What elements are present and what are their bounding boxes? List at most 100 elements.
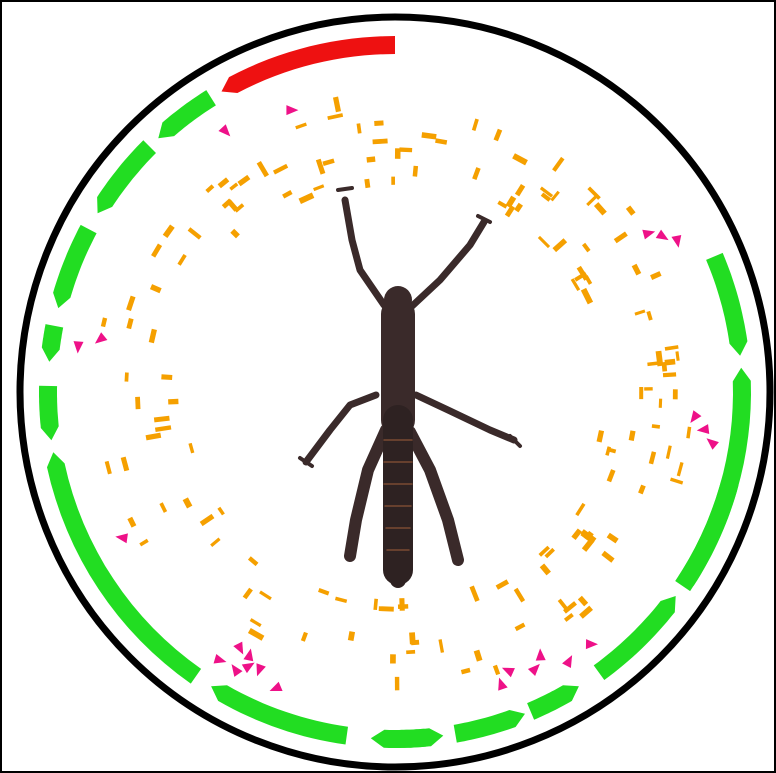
feature-tick [145,432,162,441]
feature-tick [399,147,413,153]
feature-tick [300,631,308,642]
feature-tick [315,158,326,175]
feature-tick [644,387,653,391]
feature-tick [634,309,646,316]
trna-marker [527,663,540,676]
feature-tick [646,310,653,321]
trna-marker [501,667,515,678]
feature-tick [505,195,517,209]
protein-gene-arrow [158,90,216,139]
feature-tick [298,192,315,204]
feature-tick [473,649,483,662]
feature-tick [647,361,659,367]
feature-tick [580,287,594,305]
insect-front-left-leg [341,196,388,309]
feature-tick [100,317,108,328]
feature-tick [182,497,193,509]
protein-gene-arrow [53,224,97,309]
feature-tick [412,165,419,177]
feature-tick [665,445,672,459]
feature-tick [187,227,202,240]
feature-tick [576,265,589,281]
insect-mid-right-leg [412,391,518,444]
feature-tick [364,178,371,189]
feature-tick [399,598,405,611]
feature-tick [669,477,684,485]
feature-tick [613,231,628,244]
feature-tick [327,113,344,120]
feature-tick [148,328,157,344]
trna-marker [231,664,243,677]
feature-tick [550,190,560,202]
feature-tick [394,676,400,691]
protein-gene-arrow [527,685,579,720]
feature-tick [438,639,445,653]
trna-marker [690,410,702,423]
feature-tick [366,156,376,163]
feature-tick [596,430,605,443]
feature-tick [664,345,679,351]
trna-marker [286,105,299,116]
feature-tick [540,192,552,202]
trna-marker [498,677,508,691]
feature-tick [322,158,335,166]
feature-tick [514,183,526,197]
feature-tick [570,278,581,292]
trna-marker [115,533,128,544]
feature-tick [390,654,396,664]
feature-tick [159,502,168,513]
feature-tick [177,253,187,266]
feature-tick [504,205,516,218]
feature-tick [247,556,259,567]
feature-tick [655,350,664,367]
protein-gene-arrow [395,728,444,748]
feature-tick [126,295,136,311]
feature-tick [249,618,262,628]
feature-tick [686,426,692,439]
feature-tick [126,318,134,330]
trna-marker [218,124,231,137]
feature-tick [471,118,479,131]
feature-tick [139,538,149,547]
trna-marker [243,648,254,662]
protein-gene-arrow [211,685,348,745]
feature-tick [409,632,416,645]
feature-tick [161,374,173,381]
feature-tick [664,358,676,366]
feature-tick [552,156,565,172]
feature-tick [675,351,680,361]
feature-tick [539,186,554,198]
feature-tick [628,430,636,441]
feature-tick [512,153,528,166]
feature-tick [295,122,307,130]
feature-tick [651,424,661,429]
feature-tick [149,284,162,294]
trna-marker [73,341,84,354]
feature-tick [672,389,678,400]
feature-tick [247,628,265,641]
feature-tick [374,120,384,126]
feature-tick [237,174,251,187]
feature-tick [188,442,195,454]
feature-tick [581,242,591,253]
insect-tarsus-4 [508,434,522,448]
feature-tick [162,224,175,239]
feature-tick [120,456,130,472]
feature-tick [372,138,388,145]
feature-tick [205,184,215,194]
feature-tick [313,184,325,192]
feature-tick [606,447,617,454]
feature-tick [435,138,448,145]
feature-tick [282,190,293,199]
feature-tick [544,547,555,559]
gene-track [39,36,751,748]
insect-tarsus-1 [336,186,354,192]
trna-marker [642,229,656,240]
feature-tick [469,585,480,602]
feature-tick [571,528,583,540]
feature-tick [421,132,437,140]
feature-tick [581,537,595,552]
feature-tick [497,200,508,209]
feature-tick [199,513,215,527]
